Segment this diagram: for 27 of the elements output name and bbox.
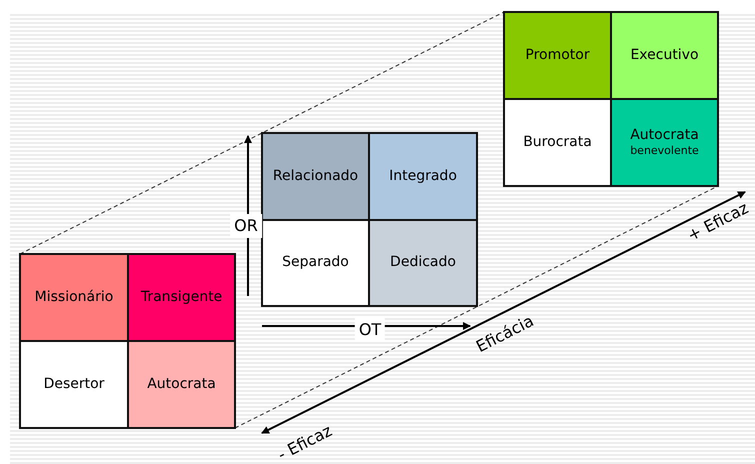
grid-cell [127, 253, 236, 342]
cell-label: Executivo [630, 46, 699, 64]
grid-cell [503, 98, 612, 187]
grid-cell [503, 11, 612, 100]
grid-cell [368, 132, 478, 221]
cell-label: Burocrata [523, 134, 592, 152]
axis-label: OT [354, 318, 386, 342]
cell-sublabel: benevolente [630, 144, 699, 158]
cell-label: Desertor [44, 376, 104, 394]
cell-label: Missionário [34, 288, 114, 306]
cell-label: Transigente [140, 288, 222, 306]
grid-cell [610, 11, 719, 100]
cell-label: Integrado [389, 168, 457, 186]
grid-cell [19, 253, 129, 342]
cell-label: Autocrata [630, 126, 699, 144]
cell-label: Autocrata [147, 376, 216, 394]
cell-label: Promotor [525, 46, 590, 64]
grid-cell [261, 132, 370, 221]
grid-cell [127, 340, 236, 429]
cell-label: Separado [282, 254, 349, 272]
grid-cell [368, 219, 478, 307]
axis-label: OR [230, 214, 262, 238]
grid-cell [610, 98, 719, 187]
cell-label: Dedicado [390, 254, 456, 272]
cell-label: Relacionado [272, 168, 358, 186]
grid-cell [19, 340, 129, 429]
grid-cell [261, 219, 370, 307]
